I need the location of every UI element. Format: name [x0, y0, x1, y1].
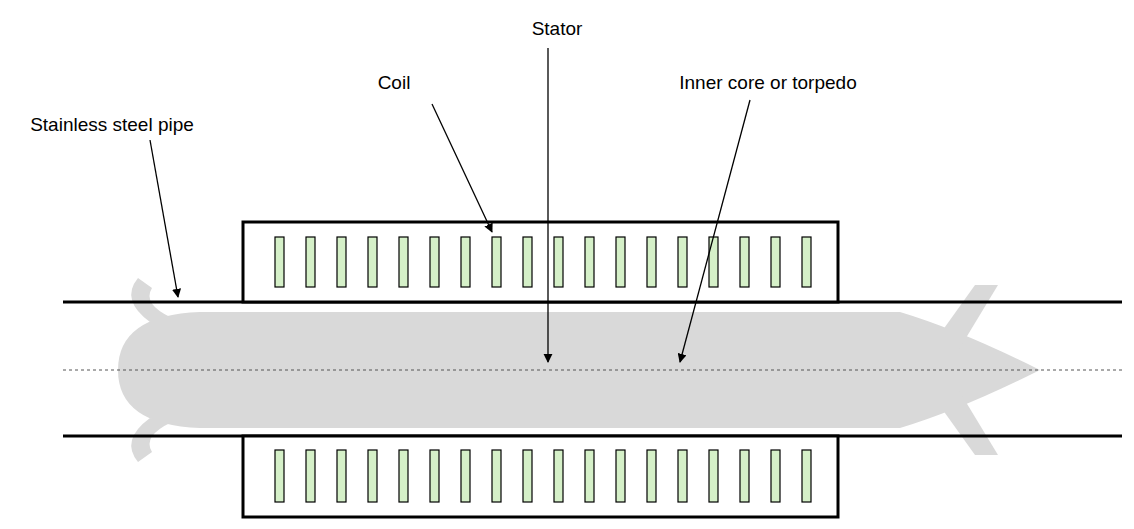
coil-bar — [771, 237, 780, 287]
coil-bar — [368, 450, 377, 502]
leader-line — [150, 140, 178, 297]
coil-bar — [461, 450, 470, 502]
coil-bar — [771, 450, 780, 502]
stator-housing — [243, 436, 838, 517]
coil-bar — [554, 450, 563, 502]
coil-bar — [337, 237, 346, 287]
coil-bar — [523, 237, 532, 287]
coil-bar — [616, 237, 625, 287]
part-label: Inner core or torpedo — [679, 72, 856, 95]
coil-bar — [678, 237, 687, 287]
coil-bar — [306, 237, 315, 287]
coil-bar — [740, 450, 749, 502]
coil-bar — [523, 450, 532, 502]
coil-bar — [709, 237, 718, 287]
coil-bar — [399, 450, 408, 502]
coil-bar — [585, 450, 594, 502]
coil-bar — [616, 450, 625, 502]
coil-windings — [275, 237, 811, 502]
coil-bar — [430, 450, 439, 502]
coil-bar — [337, 450, 346, 502]
coil-bar — [461, 237, 470, 287]
coil-bar — [275, 450, 284, 502]
coil-bar — [275, 237, 284, 287]
part-label: Stator — [532, 18, 583, 41]
coil-bar — [430, 237, 439, 287]
coil-bar — [740, 237, 749, 287]
coil-bar — [399, 237, 408, 287]
part-label: Coil — [378, 72, 411, 95]
coil-bar — [492, 237, 501, 287]
coil-bar — [802, 450, 811, 502]
leader-line — [432, 104, 492, 232]
coil-bar — [368, 237, 377, 287]
coil-bar — [492, 450, 501, 502]
coil-bar — [554, 237, 563, 287]
coil-bar — [306, 450, 315, 502]
coil-bar — [647, 450, 656, 502]
coil-bar — [678, 450, 687, 502]
coil-bar — [585, 237, 594, 287]
part-label: Stainless steel pipe — [30, 114, 194, 137]
coil-bar — [802, 237, 811, 287]
center-line — [63, 370, 1122, 371]
coil-bar — [709, 450, 718, 502]
leader-line — [680, 100, 750, 362]
leader-line — [547, 48, 548, 362]
stator-housing — [243, 222, 838, 302]
coil-bar — [647, 237, 656, 287]
